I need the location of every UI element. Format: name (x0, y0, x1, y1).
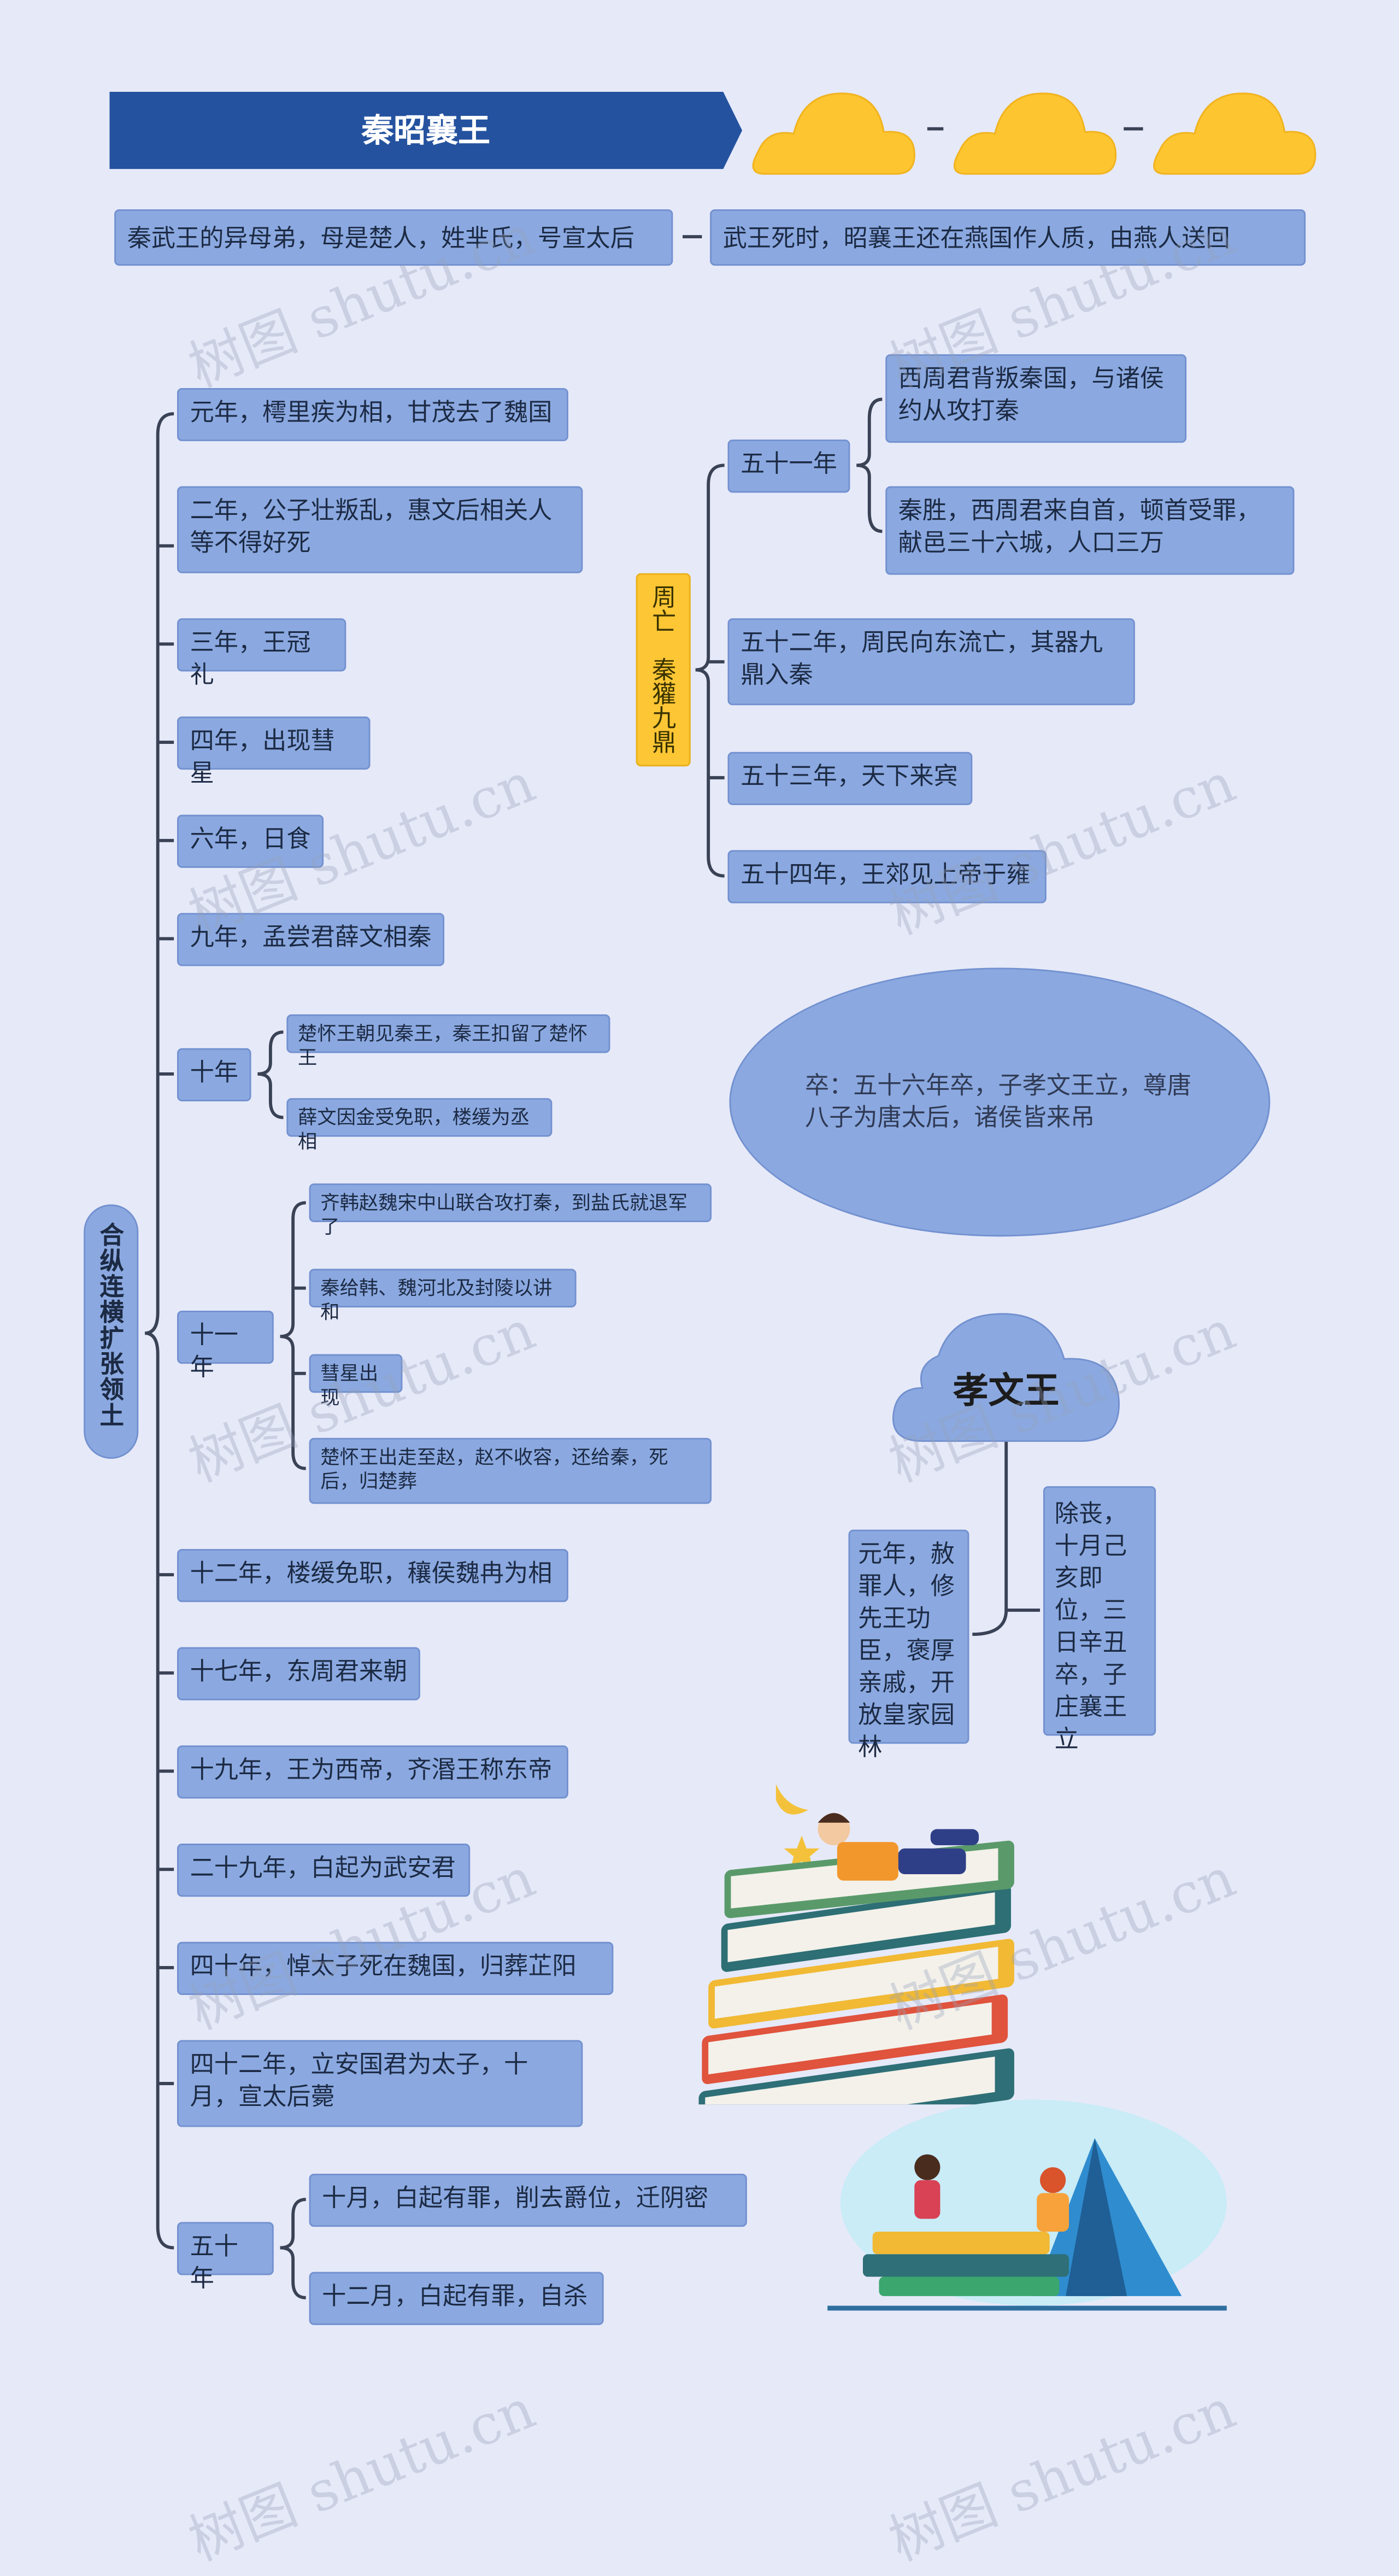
branch-root: 周亡 秦獾九鼎 (636, 573, 691, 767)
sub-node: 西周君背叛秦国，与诸侯约从攻打秦 (885, 354, 1187, 443)
timeline-node: 三年，王冠礼 (177, 618, 346, 689)
timeline-node: 五十二年，周民向东流亡，其器九鼎入秦 (727, 618, 1135, 706)
timeline-node: 五十三年，天下来宾 (727, 752, 973, 805)
timeline-node: 六年，日食 (177, 814, 324, 868)
timeline-node: 十二年，楼缓免职，穰侯魏冉为相 (177, 1548, 568, 1603)
sub-node: 十二月，白起有罪，自杀 (309, 2272, 604, 2325)
timeline-node: 二十九年，白起为武安君 (177, 1844, 471, 1897)
timeline-node: 九年，孟尝君薛文相秦 (177, 913, 445, 966)
xiaowen-node: 除丧，十月己亥即位，三日辛丑卒，子庄襄王立 (1043, 1486, 1156, 1753)
xiaowen-node: 元年，赦罪人，修先王功臣，褒厚亲戚，开放皇家园林 (848, 1529, 969, 1762)
sub-node: 秦胜，西周君来自首，顿首受罪，献邑三十六城，人口三万 (885, 486, 1295, 575)
cloud-icon (1153, 80, 1318, 177)
death-note: 卒：五十六年卒，子孝文王立，尊唐八子为唐太后，诸侯皆来吊 (804, 1071, 1192, 1132)
timeline-node: 十一年 (177, 1310, 274, 1382)
sub-node: 薛文因金受免职，楼缓为丞相 (286, 1098, 552, 1153)
timeline-node: 四年，出现彗星 (177, 716, 371, 788)
death-note-ellipse (729, 967, 1271, 1237)
intro-node: 武王死时，昭襄王还在燕国作人质，由燕人送回 (710, 209, 1306, 266)
title-banner (109, 91, 743, 169)
cloud-icon (890, 1307, 1122, 1444)
timeline-node: 十年 (177, 1048, 251, 1101)
intro-node: 秦武王的异母弟，母是楚人，姓芈氏，号宣太后 (114, 209, 673, 266)
timeline-node: 十七年，东周君来朝 (177, 1647, 420, 1700)
sub-node: 齐韩赵魏宋中山联合攻打秦，到盐氏就退军了 (309, 1183, 712, 1238)
page-title: 秦昭襄王 (361, 111, 491, 150)
timeline-node: 五十四年，王郊见上帝于雍 (727, 850, 1047, 903)
timeline-node: 二年，公子壮叛乱，惠文后相关人等不得好死 (177, 486, 583, 573)
sub-node: 楚怀王出走至赵，赵不收容，还给秦，死后，归楚葬 (309, 1437, 712, 1504)
timeline-node: 五十年 (177, 2222, 274, 2293)
sub-node: 秦给韩、魏河北及封陵以讲和 (309, 1269, 577, 1324)
sub-node: 楚怀王朝见秦王，秦王扣留了楚怀王 (286, 1014, 610, 1069)
timeline-node: 四十二年，立安国君为太子，十月，宣太后薨 (177, 2040, 583, 2127)
tent-illustration (824, 2090, 1230, 2315)
xiaowen-title: 孝文王 (953, 1371, 1060, 1412)
sub-node: 十月，白起有罪，削去爵位，迁阴密 (309, 2173, 747, 2227)
books-illustration (689, 1774, 1043, 2143)
sub-node: 彗星出现 (309, 1354, 403, 1409)
timeline-node: 元年，樗里疾为相，甘茂去了魏国 (177, 388, 568, 442)
cloud-icon (752, 80, 918, 177)
timeline-node: 四十年，悼太子死在魏国，归葬芷阳 (177, 1941, 614, 1995)
cloud-icon (953, 80, 1119, 177)
branch-root: 合纵连横扩张领土 (84, 1204, 139, 1459)
timeline-node: 五十一年 (727, 439, 850, 493)
timeline-node: 十九年，王为西帝，齐湣王称东帝 (177, 1745, 568, 1799)
